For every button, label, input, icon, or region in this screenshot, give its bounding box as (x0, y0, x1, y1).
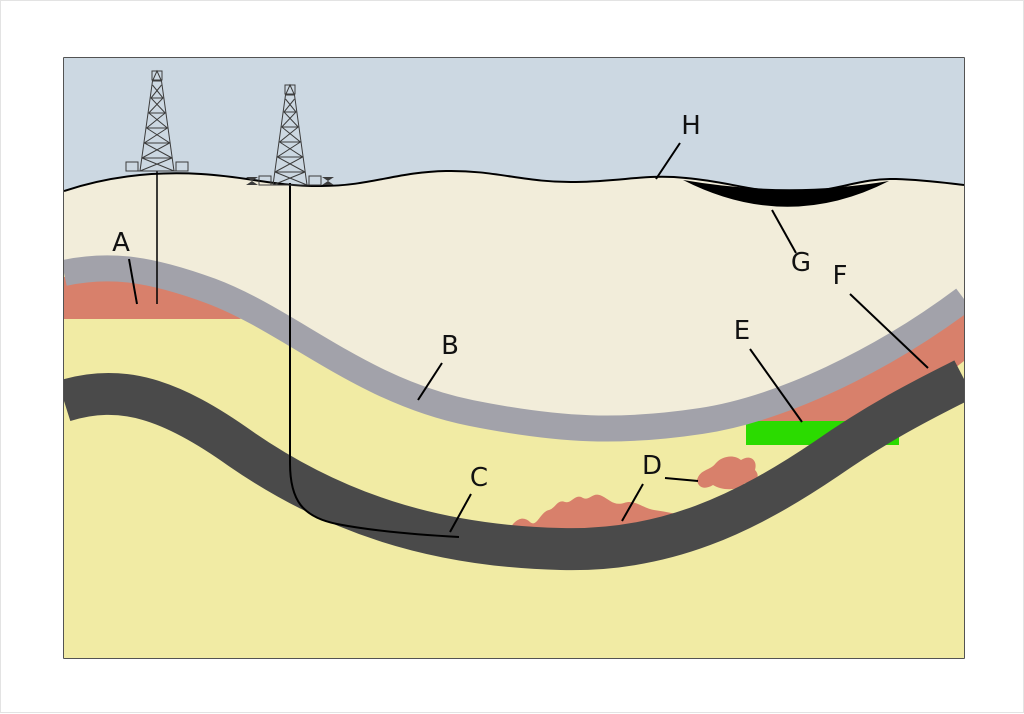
deposit-d-small-blob (697, 456, 758, 490)
seal-band (64, 255, 964, 442)
surface-line (64, 169, 964, 194)
rig2-flag-right-icon (322, 177, 334, 185)
deposit-a (64, 273, 241, 319)
label-e: E (734, 316, 750, 346)
pointer-c (449, 493, 472, 533)
pointer-g (771, 209, 797, 254)
rig2-flag-left-icon (246, 177, 258, 185)
label-b: B (441, 331, 459, 361)
pointer-f (849, 293, 929, 369)
label-f: F (833, 261, 848, 291)
label-a: A (112, 228, 130, 258)
coal-lens-g (683, 180, 889, 207)
label-d: D (642, 451, 662, 481)
pointer-lines (128, 142, 929, 533)
pointer-b (417, 362, 443, 401)
pointer-a (128, 258, 138, 305)
pointer-e (749, 348, 803, 423)
label-g: G (791, 248, 811, 278)
pointer-d-main (621, 483, 644, 522)
pointer-d-small (664, 477, 699, 482)
well-2-horizontal (289, 183, 460, 538)
drill-rig-2 (246, 84, 334, 186)
shale-band (64, 360, 964, 571)
label-c: C (470, 463, 488, 493)
pointer-h (655, 142, 681, 180)
label-h: H (681, 111, 701, 141)
